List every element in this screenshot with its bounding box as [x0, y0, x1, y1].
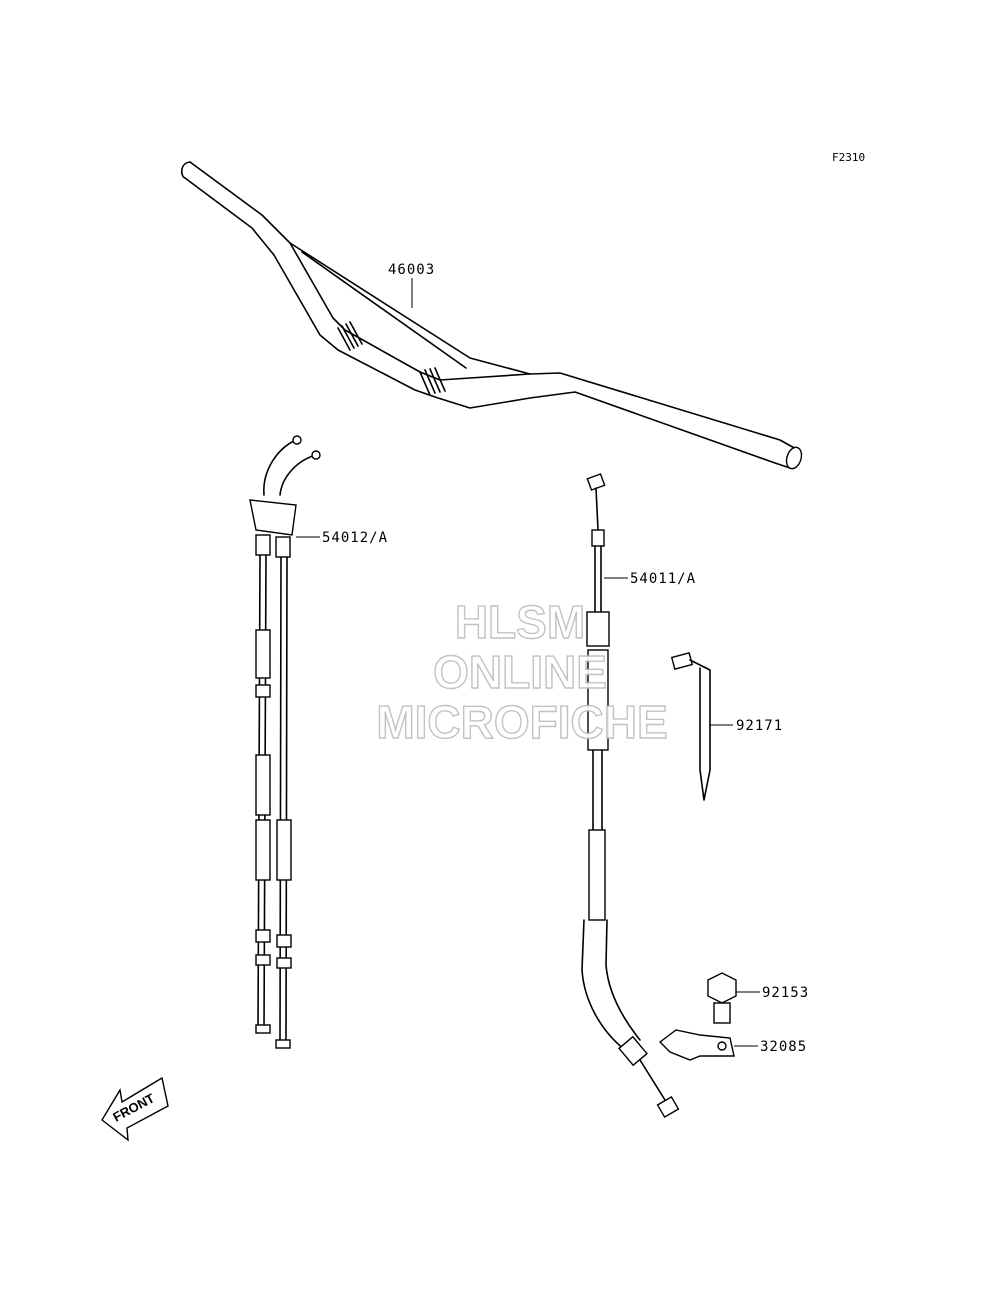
part-label-92153: 92153: [762, 985, 809, 1001]
watermark-line-2: ONLINE: [433, 646, 607, 698]
part-label-54012a: 54012/A: [322, 530, 388, 546]
bracket-drawing: [658, 1029, 735, 1061]
clutch-cable-drawing: [581, 473, 680, 1119]
bolt-drawing: [707, 972, 737, 1024]
part-label-92171: 92171: [736, 718, 783, 734]
part-label-54011a: 54011/A: [630, 571, 696, 587]
grip-knurl-left: [337, 321, 363, 351]
part-label-32085: 32085: [760, 1039, 807, 1055]
front-arrow-icon: FRONT: [101, 1076, 169, 1142]
part-label-46003: 46003: [388, 262, 435, 278]
watermark: HLSM ONLINE MICROFICHE: [376, 595, 669, 748]
clamp-drawing: [670, 652, 711, 801]
handlebar-drawing: [180, 161, 803, 470]
grip-knurl-right: [419, 367, 446, 396]
watermark-line-1: HLSM: [455, 596, 585, 648]
throttle-cable-drawing: [249, 435, 321, 1049]
watermark-line-3: MICROFICHE: [376, 696, 667, 748]
figure-code: F2310: [832, 151, 865, 164]
